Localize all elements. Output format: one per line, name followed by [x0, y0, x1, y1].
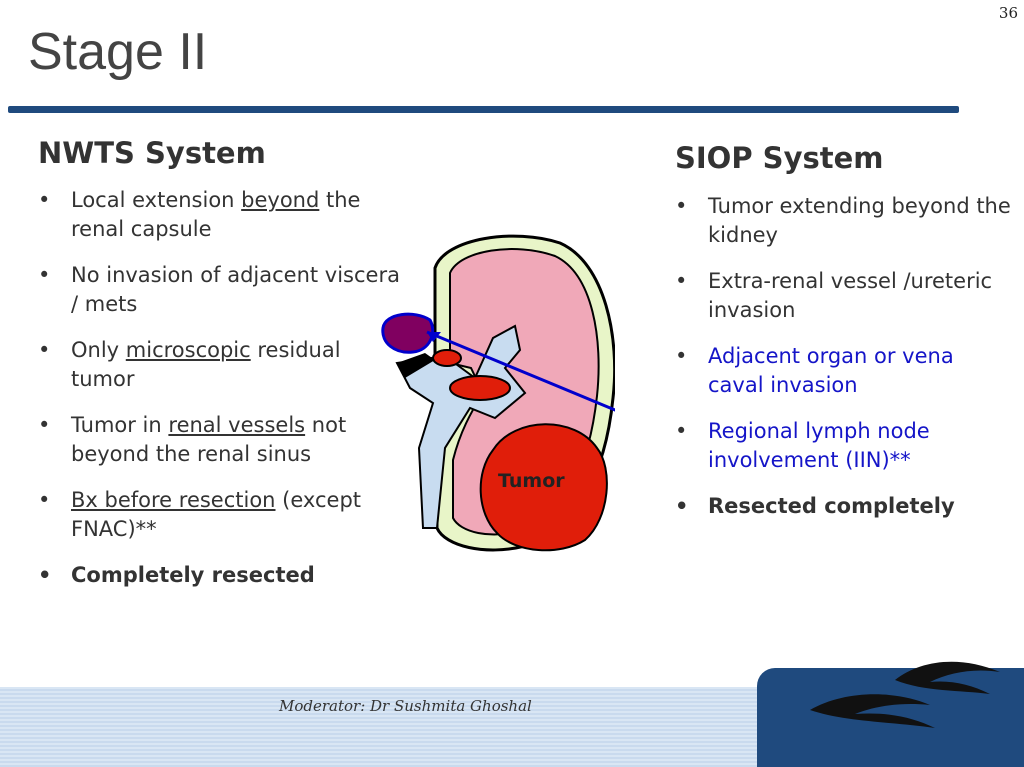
kidney-diagram — [381, 234, 615, 552]
list-item: • No invasion of adjacent viscera / mets — [38, 261, 408, 319]
bullet-icon: • — [38, 338, 51, 362]
footer-text: Moderator: Dr Sushmita Ghoshal — [279, 697, 532, 715]
bullet-text: residual tumor — [71, 338, 341, 391]
bullet-icon: • — [38, 488, 51, 512]
bullet-text: Completely resected — [71, 563, 315, 587]
nwts-heading: NWTS System — [38, 136, 266, 170]
renal-vessel — [449, 375, 511, 401]
tumor-label: Tumor — [498, 470, 565, 492]
bullet-text: (except FNAC)** — [71, 488, 362, 541]
tumor-mass — [479, 423, 608, 552]
bullet-icon: • — [38, 263, 51, 287]
siop-bullet-list: • Tumor extending beyond the kidney • Ex… — [675, 192, 1015, 538]
bullet-text: the renal capsule — [71, 188, 361, 241]
bullet-text: Local extension — [71, 188, 242, 212]
bullet-text-emphasis: beyond — [241, 188, 320, 212]
arrow-head-icon — [427, 332, 441, 342]
bullet-text: Tumor extending beyond the kidney — [708, 194, 1011, 247]
bullet-text-emphasis: renal vessels — [168, 413, 306, 437]
list-item: • Resected completely — [675, 492, 1015, 521]
list-item: • Extra-renal vessel /ureteric invasion — [675, 267, 1015, 325]
bullet-text: Regional lymph node involvement (IIN)** — [708, 419, 930, 472]
list-item: • Completely resected — [38, 561, 408, 590]
list-item: • Regional lymph node involvement (IIN)*… — [675, 417, 1015, 475]
bullet-icon: • — [675, 494, 689, 518]
renal-vessel — [432, 349, 462, 367]
bullet-icon: • — [675, 344, 688, 368]
bullet-text: Only — [71, 338, 126, 362]
list-item: • Adjacent organ or vena caval invasion — [675, 342, 1015, 400]
siop-heading: SIOP System — [675, 141, 884, 175]
bullet-text: Tumor in — [71, 413, 169, 437]
bullet-icon: • — [38, 413, 51, 437]
bullet-icon: • — [675, 269, 688, 293]
arrow-line — [426, 330, 615, 412]
list-item: • Bx before resection (except FNAC)** — [38, 486, 408, 544]
bullet-text: Extra-renal vessel /ureteric invasion — [708, 269, 993, 322]
bullet-text-emphasis: microscopic — [125, 338, 251, 362]
slide-number: 36 — [998, 4, 1018, 22]
bullet-icon: • — [38, 188, 51, 212]
bullet-text-emphasis: Bx before resection — [71, 488, 276, 512]
hilum-fat — [397, 353, 435, 378]
bullet-text: No invasion of adjacent viscera / mets — [71, 263, 400, 316]
page-title: Stage II — [28, 23, 208, 81]
list-item: • Local extension beyond the renal capsu… — [38, 186, 408, 244]
bullet-text: not beyond the renal sinus — [71, 413, 347, 466]
list-item: • Tumor extending beyond the kidney — [675, 192, 1015, 250]
bullet-text: Resected completely — [708, 494, 955, 518]
list-item: • Only microscopic residual tumor — [38, 336, 408, 394]
bullet-icon: • — [675, 194, 688, 218]
birds-logo-icon — [810, 661, 1000, 728]
list-item: • Tumor in renal vessels not beyond the … — [38, 411, 408, 469]
title-divider — [8, 106, 959, 113]
bullet-text: Adjacent organ or vena caval invasion — [708, 344, 954, 397]
bullet-icon: • — [38, 563, 52, 587]
lymph-node — [381, 312, 435, 354]
bullet-icon: • — [675, 419, 688, 443]
nwts-bullet-list: • Local extension beyond the renal capsu… — [38, 186, 408, 607]
